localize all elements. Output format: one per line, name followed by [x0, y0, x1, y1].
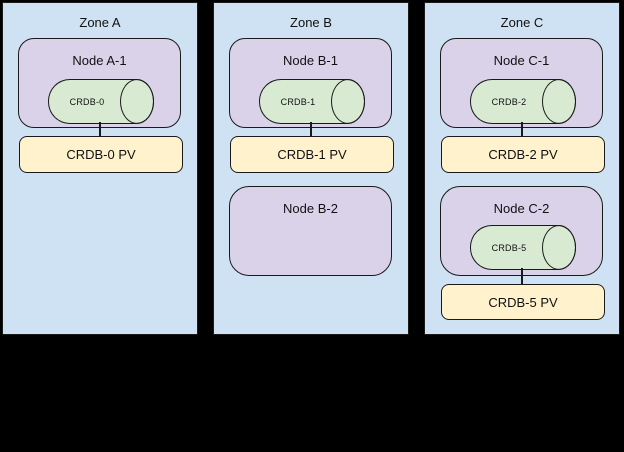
- node-a-1: Node A-1 CRDB-0: [18, 38, 181, 128]
- cylinder-end-cap-icon: [331, 79, 365, 124]
- connector-crdb-5-to-pv: [521, 268, 523, 285]
- pod-crdb-0-cylinder: CRDB-0: [48, 79, 154, 124]
- pod-crdb-5-cylinder: CRDB-5: [470, 225, 576, 270]
- node-c-1-label: Node C-1: [493, 53, 550, 68]
- connector-crdb-2-to-pv: [521, 122, 523, 137]
- node-c-2: Node C-2 CRDB-5: [440, 186, 603, 276]
- zone-c: Zone C Node C-1 CRDB-2 CRDB-2 PV Node C-…: [424, 2, 620, 335]
- node-a-1-label: Node A-1: [72, 53, 127, 68]
- pod-crdb-2-label: CRDB-2: [491, 96, 527, 107]
- node-b-2-label: Node B-2: [283, 201, 338, 216]
- zone-a: Zone A Node A-1 CRDB-0 CRDB-0 PV: [2, 2, 198, 335]
- cylinder-end-cap-icon: [542, 79, 576, 124]
- node-c-1: Node C-1 CRDB-2: [440, 38, 603, 128]
- cylinder-end-cap-icon: [120, 79, 154, 124]
- zone-b: Zone B Node B-1 CRDB-1 CRDB-1 PV Node B-…: [213, 2, 409, 335]
- cylinder-end-cap-icon: [542, 225, 576, 270]
- zone-b-title: Zone B: [290, 15, 332, 30]
- node-b-1: Node B-1 CRDB-1: [229, 38, 392, 128]
- pv-crdb-0: CRDB-0 PV: [19, 136, 183, 173]
- pv-crdb-1: CRDB-1 PV: [230, 136, 394, 173]
- pod-crdb-5-label: CRDB-5: [491, 242, 527, 253]
- pv-crdb-5: CRDB-5 PV: [441, 284, 605, 320]
- pod-crdb-1-cylinder: CRDB-1: [259, 79, 365, 124]
- node-b-2: Node B-2: [229, 186, 392, 276]
- zone-a-title: Zone A: [79, 15, 121, 30]
- node-b-1-label: Node B-1: [283, 53, 338, 68]
- pod-crdb-1-label: CRDB-1: [280, 96, 316, 107]
- connector-crdb-1-to-pv: [310, 122, 312, 137]
- connector-crdb-0-to-pv: [99, 122, 101, 137]
- pod-crdb-2-cylinder: CRDB-2: [470, 79, 576, 124]
- node-c-2-label: Node C-2: [493, 201, 550, 216]
- pv-crdb-2: CRDB-2 PV: [441, 136, 605, 173]
- pod-crdb-0-label: CRDB-0: [69, 96, 105, 107]
- zone-c-title: Zone C: [500, 15, 544, 30]
